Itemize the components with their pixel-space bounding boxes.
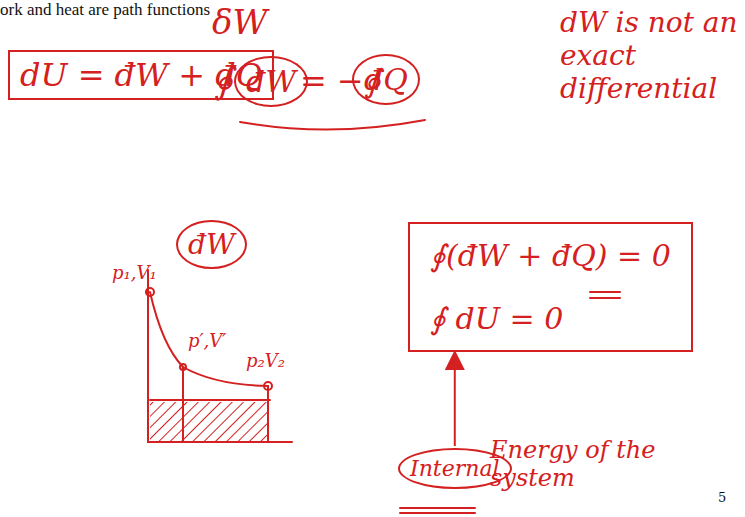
state-label: p₂V₂ — [246, 350, 285, 371]
pv-curve — [150, 292, 268, 386]
symbol: δW — [212, 2, 267, 42]
area-top — [150, 399, 270, 401]
node-text: ∮ dU = 0 — [430, 301, 671, 336]
operator: = −∮ — [300, 62, 381, 100]
axes — [148, 270, 292, 442]
state-label: p₁,V₁ — [112, 262, 157, 283]
arrow — [454, 354, 456, 446]
cycle-box: ∮(đW + đQ) = 0 ∮ dU = 0 — [408, 222, 693, 352]
ordinates — [183, 367, 268, 442]
page-number: 5 — [718, 490, 726, 505]
underline — [400, 508, 475, 513]
work-area — [150, 402, 268, 442]
node-text: Internal — [410, 456, 500, 481]
node-text: đW — [188, 228, 235, 261]
slide-title: ork and heat are path functions — [0, 0, 210, 20]
state-point — [146, 288, 154, 296]
double-underline — [590, 292, 620, 298]
node-text: đW — [246, 64, 296, 99]
integral-sign: ∮ — [214, 60, 233, 101]
state-point — [264, 382, 272, 390]
note: Energy of the system — [490, 436, 670, 492]
note: dW is not an exact differential — [560, 6, 740, 105]
node-text: ∮(đW + đQ) = 0 — [430, 238, 671, 273]
circled-term: đW — [176, 220, 247, 269]
circled-term: đW — [234, 56, 308, 107]
state-point — [180, 364, 186, 370]
state-label: p′,V′ — [188, 330, 226, 351]
brace-underline — [240, 120, 425, 130]
